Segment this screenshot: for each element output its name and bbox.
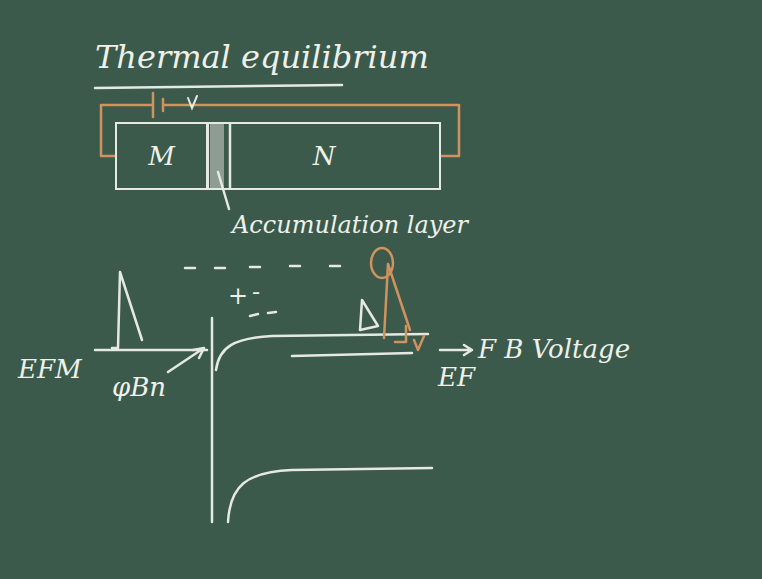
interface-line: [211, 318, 214, 522]
chalk-label: φBn: [112, 372, 166, 402]
title-underline: [95, 85, 342, 88]
fermi-level-semiconductor: [292, 353, 412, 356]
title: Thermal equilibrium: [95, 38, 429, 76]
chalk-label: EFM: [18, 354, 82, 384]
metal-distribution: [112, 272, 142, 348]
surface-dashes: [250, 312, 276, 316]
chalk-label: -: [252, 278, 260, 306]
chalk-label: F B Voltage: [478, 334, 630, 364]
layer-line: [229, 124, 232, 188]
charge-dashes: [185, 266, 340, 268]
region-label: N: [313, 141, 336, 171]
electron-distribution: [360, 300, 378, 330]
chalk-label: EF: [438, 362, 475, 392]
valence-band: [228, 468, 432, 522]
fermi-level-metal: [95, 349, 207, 352]
material-region: N: [207, 122, 441, 190]
material-region: M: [115, 122, 208, 190]
conduction-band: [216, 334, 428, 370]
accumulation-shading: [210, 124, 224, 188]
battery-tick: [188, 96, 197, 108]
shift-mark: [414, 336, 424, 350]
region-label: M: [148, 141, 175, 171]
accumulation-leader: [218, 172, 229, 209]
distribution-tail: [395, 326, 406, 342]
chalk-label: +: [228, 282, 248, 310]
highlight-circle: [371, 248, 393, 278]
chalk-label: Accumulation layer: [232, 211, 468, 239]
battery-plates: [153, 93, 163, 117]
phi-arrow: [168, 348, 204, 372]
fb-arrow: [440, 345, 472, 355]
battery-gap: [154, 100, 162, 110]
